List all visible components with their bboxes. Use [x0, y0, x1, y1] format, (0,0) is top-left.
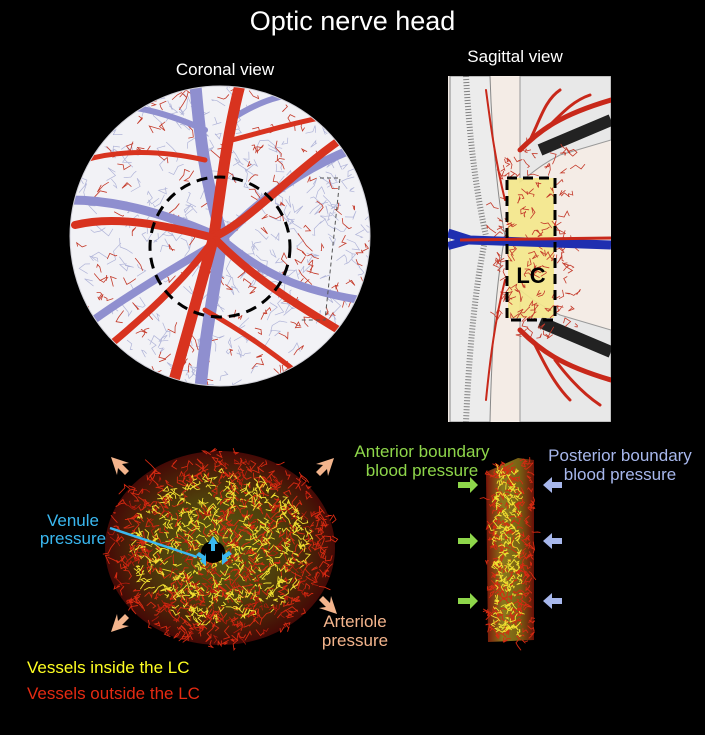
sagittal-lc-boundary — [505, 176, 557, 322]
sagittal-network — [458, 456, 562, 651]
arteriole-pressure-arrows — [111, 457, 337, 632]
coronal-view-label: Coronal view — [175, 60, 275, 79]
venule-pressure-label: Venule pressure — [39, 511, 107, 548]
coronal-network — [102, 447, 339, 651]
coronal-lc-boundary — [148, 175, 292, 319]
lc-label: LC — [516, 263, 545, 288]
posterior-pressure-arrows — [543, 477, 562, 609]
venule-pressure-arrows — [196, 536, 232, 566]
sagittal-view-diagram: LC — [448, 76, 611, 422]
anterior-boundary-label: Anterior boundary blood pressure — [354, 442, 490, 480]
sagittal-view-label: Sagittal view — [467, 47, 563, 66]
coronal-view-diagram — [69, 85, 371, 387]
legend-outside-lc: Vessels outside the LC — [27, 684, 200, 703]
legend-inside-lc: Vessels inside the LC — [27, 658, 190, 677]
arteriole-pressure-label: Arteriole pressure — [321, 612, 389, 650]
posterior-boundary-label: Posterior boundary blood pressure — [548, 446, 692, 484]
figure-title: Optic nerve head — [249, 6, 456, 36]
anterior-pressure-arrows — [458, 477, 478, 609]
